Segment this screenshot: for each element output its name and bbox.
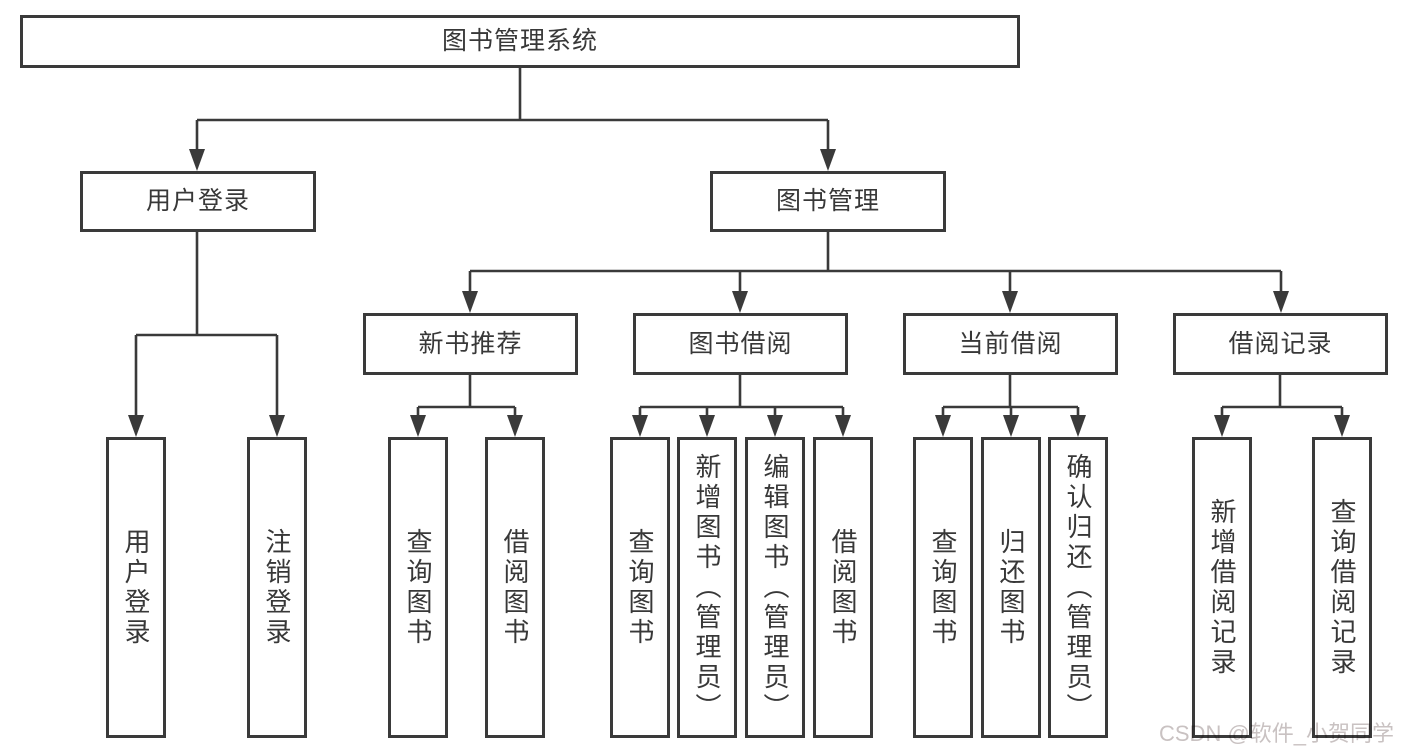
leaf-records-add-record: 新增借阅记录 (1192, 437, 1252, 738)
node-borrowing-records: 借阅记录 (1173, 313, 1388, 375)
leaf-borrowing-add-books-admin-label: 新增图书（管理员） (692, 452, 722, 723)
leaf-current-confirm-return-admin-label: 确认归还（管理员） (1063, 452, 1093, 723)
leaf-borrowing-add-books-admin: 新增图书（管理员） (677, 437, 737, 738)
leaf-recommend-borrow-books: 借阅图书 (485, 437, 545, 738)
leaf-borrowing-query-books: 查询图书 (610, 437, 670, 738)
node-book-management-module: 图书管理 (710, 171, 946, 232)
connector-root-to-modules (189, 68, 836, 171)
leaf-current-return-books-label: 归还图书 (996, 527, 1026, 648)
node-library-system-label: 图书管理系统 (441, 27, 598, 55)
leaf-borrowing-borrow-books: 借阅图书 (813, 437, 873, 738)
leaf-records-query-record: 查询借阅记录 (1312, 437, 1372, 738)
node-user-login-module-label: 用户登录 (145, 187, 250, 215)
leaf-logout-login-label: 注销登录 (262, 527, 292, 648)
node-new-book-recommend-label: 新书推荐 (418, 329, 523, 358)
connector-book-borrowing-to-leaves (632, 375, 851, 437)
csdn-watermark: CSDN @软件_小贺同学 (1159, 721, 1395, 746)
node-library-system: 图书管理系统 (20, 15, 1020, 68)
connector-book-management-to-sections (462, 232, 1289, 313)
node-book-borrowing-label: 图书借阅 (688, 329, 793, 358)
leaf-recommend-borrow-books-label: 借阅图书 (500, 527, 530, 648)
leaf-current-confirm-return-admin: 确认归还（管理员） (1048, 437, 1108, 738)
node-current-borrowing-label: 当前借阅 (958, 329, 1063, 358)
leaf-current-query-books-label: 查询图书 (928, 527, 958, 648)
leaf-records-query-record-label: 查询借阅记录 (1327, 497, 1357, 678)
node-new-book-recommend: 新书推荐 (363, 313, 578, 375)
node-current-borrowing: 当前借阅 (903, 313, 1118, 375)
connector-new-book-recommend-to-leaves (410, 375, 523, 437)
leaf-current-query-books: 查询图书 (913, 437, 973, 738)
leaf-current-return-books: 归还图书 (981, 437, 1041, 738)
leaf-logout-login: 注销登录 (247, 437, 307, 738)
connector-borrowing-records-to-leaves (1214, 375, 1350, 437)
leaf-records-add-record-label: 新增借阅记录 (1207, 497, 1237, 678)
leaf-borrowing-query-books-label: 查询图书 (625, 527, 655, 648)
leaf-user-login: 用户登录 (106, 437, 166, 738)
leaf-borrowing-edit-books-admin: 编辑图书（管理员） (745, 437, 805, 738)
leaf-recommend-query-books: 查询图书 (388, 437, 448, 738)
node-borrowing-records-label: 借阅记录 (1228, 329, 1333, 358)
leaf-borrowing-edit-books-admin-label: 编辑图书（管理员） (760, 452, 790, 723)
connector-current-borrowing-to-leaves (935, 375, 1086, 437)
node-book-management-module-label: 图书管理 (775, 187, 880, 215)
connector-user-login-to-leaves (128, 232, 285, 437)
leaf-recommend-query-books-label: 查询图书 (403, 527, 433, 648)
leaf-user-login-label: 用户登录 (121, 527, 151, 648)
node-user-login-module: 用户登录 (80, 171, 316, 232)
leaf-borrowing-borrow-books-label: 借阅图书 (828, 527, 858, 648)
node-book-borrowing: 图书借阅 (633, 313, 848, 375)
